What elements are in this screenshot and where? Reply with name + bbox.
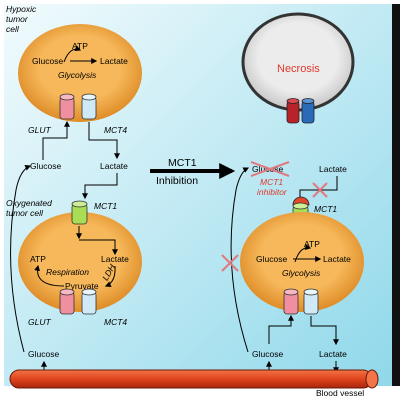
right-edge-bar [392,4,400,386]
top-lactate: Lactate [100,56,128,66]
mid-lactate-down-arrow [82,173,118,200]
bl-glut-transporter [59,288,75,315]
right-mct1-label: MCT1 [314,204,337,214]
bl-lactate-in-arrow [79,239,118,256]
right-cell-body [240,212,364,312]
right-glycolytic-cell [240,212,364,312]
right-atp-arrow [294,244,312,263]
top-mct4-label: MCT4 [104,125,127,135]
top-glycolysis: Glycolysis [58,70,97,80]
bl-respiration: Respiration [46,267,89,277]
necrosis-transporter-blue [301,98,315,124]
bl-atp: ATP [30,254,46,264]
top-glut-label: GLUT [28,125,51,135]
necrosis-cell [241,12,355,112]
mid-glucose: Glucose [30,161,61,171]
bl-respiration-arrow [34,264,65,287]
oxygenated-label-line1: Oxygenated [6,198,52,208]
right-glucose-cross-icon [250,161,290,177]
right-bottom-glucose: Glucose [252,349,283,359]
top-lactate-out-arrow [88,122,120,160]
right-cell-lactate: Lactate [323,254,351,264]
bottom-left-glucose: Glucose [28,349,59,359]
top-glucose: Glucose [32,56,63,66]
bl-mct4-transporter [81,288,97,315]
hypoxic-label-line3: cell [6,24,20,34]
left-mct1-label: MCT1 [94,201,117,211]
top-glucose-in-arrow [42,120,70,160]
right-loop-arrow [230,167,250,353]
blood-vessel [9,369,379,389]
left-mct1-transporter [71,200,88,225]
necrosis-transporter-red [286,98,300,124]
blood-vessel-label: Blood vessel [316,388,364,398]
right-lactate-blocked-path [299,176,338,197]
right-cell-glucose: Glucose [256,254,287,264]
right-lactate: Lactate [319,164,347,174]
oxygenated-cell-body [18,212,142,312]
hypoxic-label-line1: Hypoxic [6,4,37,14]
right-loop-cross-icon [221,254,239,272]
necrosis-label: Necrosis [277,63,320,75]
mid-lactate: Lactate [100,161,128,171]
right-cell-atp: ATP [304,239,320,249]
right-cell-glycolysis: Glycolysis [282,268,321,278]
right-bottom-lactate: Lactate [319,349,347,359]
inhibitor-label-line1: MCT1 [260,177,283,187]
right-glut-transporter [283,288,299,315]
top-mct4-transporter [81,93,97,120]
bl-pyruvate: Pyruvate [65,281,99,291]
bl-lactate: Lactate [101,254,129,264]
hypoxic-cell [18,24,142,122]
bl-glut-label: GLUT [28,317,51,327]
hypoxic-cell-body [18,24,142,122]
mct1-inhibition-line1: MCT1 [168,157,197,169]
mct1-inhibition-line2: Inhibition [156,175,198,187]
right-lactate-out-arrow [310,316,339,346]
bl-ldh-arrow [104,265,116,287]
right-glucose-in-arrow [268,314,294,344]
bl-mct4-label: MCT4 [104,317,127,327]
left-loop-arrow [10,165,32,353]
inhibitor-label-line2: inhibitor [257,187,288,197]
top-atp-arrow [63,45,82,63]
hypoxic-label-line2: tumor [6,14,29,24]
right-lactate-cross-icon [312,182,328,198]
necrosis-cell-body [241,12,355,112]
oxygenated-label-line2: tumor cell [6,208,44,218]
top-glut-transporter [59,93,75,120]
right-mct4-transporter [303,288,319,315]
oxygenated-cell [18,212,142,312]
